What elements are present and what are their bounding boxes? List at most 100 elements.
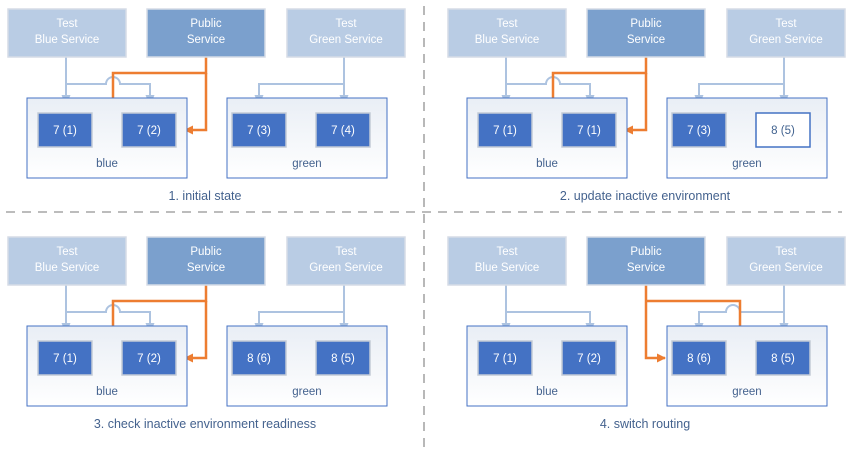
instance-box	[477, 340, 533, 376]
panel-3-public-service: Public Service	[146, 236, 266, 286]
panel-3-green-instance-1: 8 (6)	[231, 340, 287, 376]
instance-box	[121, 340, 177, 376]
instance-label: 7 (2)	[137, 125, 161, 137]
instance-label: 7 (4)	[331, 125, 355, 137]
instance-label: 7 (1)	[53, 353, 77, 365]
panel-2-green-instance-2: 8 (5)	[755, 112, 811, 148]
instance-label: 7 (2)	[577, 353, 601, 365]
panel-2-test-blue-service: Test Blue Service	[447, 8, 567, 58]
panel-1-public-service: Public Service	[146, 8, 266, 58]
instance-box	[671, 340, 727, 376]
service-box	[726, 236, 846, 286]
service-box	[7, 236, 127, 286]
panel-2-public-service: Public Service	[586, 8, 706, 58]
service-label-line2: Blue Service	[35, 34, 100, 46]
routing-line-to-blue-instance-2	[184, 73, 208, 135]
service-box	[447, 236, 567, 286]
service-box	[286, 8, 406, 58]
service-label-line2: Blue Service	[475, 34, 540, 46]
panel-3-blue-instance-1: 7 (1)	[37, 340, 93, 376]
service-box	[586, 8, 706, 58]
panel-1-blue-health-lines	[61, 57, 155, 106]
instance-label: 8 (5)	[331, 353, 355, 365]
health-line-green-1	[254, 311, 344, 334]
panel-4-green-instance-1: 8 (6)	[671, 340, 727, 376]
service-box	[146, 8, 266, 58]
service-label-line2: Service	[627, 262, 665, 274]
instance-box	[477, 112, 533, 148]
panel-4-test-blue-service: Test Blue Service	[447, 236, 567, 286]
environment-blue-label: blue	[536, 386, 558, 398]
panel-4-green-instance-2: 8 (5)	[755, 340, 811, 376]
panel-2-green-health-lines	[694, 57, 789, 106]
panel-2-caption: 2. update inactive environment	[560, 189, 731, 203]
environment-green-label: green	[292, 158, 321, 170]
panel-1-green-instance-2: 7 (4)	[315, 112, 371, 148]
panel-1-test-blue-service: Test Blue Service	[7, 8, 127, 58]
instance-label: 7 (3)	[247, 125, 271, 137]
service-label-line2: Green Service	[309, 262, 383, 274]
service-label-line2: Service	[627, 34, 665, 46]
panel-4-green-health-lines	[694, 285, 789, 334]
panel-2-blue-instance-1: 7 (1)	[477, 112, 533, 148]
panel-3-test-blue-service: Test Blue Service	[7, 236, 127, 286]
instance-label: 7 (3)	[687, 125, 711, 137]
service-label-line1: Test	[775, 18, 797, 30]
instance-box	[561, 340, 617, 376]
panel-3-blue-health-lines	[61, 285, 155, 334]
instance-label: 7 (2)	[137, 353, 161, 365]
service-label-line2: Blue Service	[35, 262, 100, 274]
service-label-line1: Public	[190, 18, 222, 30]
instance-label: 7 (1)	[577, 125, 601, 137]
panel-1-green-health-lines	[254, 57, 349, 106]
environment-green-label: green	[732, 386, 761, 398]
panel-2-blue-instance-2: 7 (1)	[561, 112, 617, 148]
environment-green-label: green	[732, 158, 761, 170]
environment-blue-label: blue	[536, 158, 558, 170]
panel-1-blue-instance-2: 7 (2)	[121, 112, 177, 148]
service-label-line2: Service	[187, 34, 225, 46]
panel-1-blue-instance-1: 7 (1)	[37, 112, 93, 148]
panel-1-test-green-service: Test Green Service	[286, 8, 406, 58]
service-box	[146, 236, 266, 286]
routing-line-to-blue-instance-2	[184, 301, 208, 363]
instance-label: 8 (5)	[771, 353, 795, 365]
instance-box	[561, 112, 617, 148]
panel-4-blue-instance-1: 7 (1)	[477, 340, 533, 376]
panel-4-blue-health-lines	[501, 285, 595, 334]
service-label-line1: Public	[190, 246, 222, 258]
instance-label: 8 (6)	[247, 353, 271, 365]
health-line-blue-2	[506, 311, 595, 334]
service-box	[586, 236, 706, 286]
service-label-line2: Service	[187, 262, 225, 274]
service-label-line1: Test	[335, 18, 357, 30]
routing-line-to-green-instance-1	[644, 285, 666, 363]
instance-label: 8 (5)	[771, 125, 795, 137]
environment-blue-label: blue	[96, 158, 118, 170]
health-line-green-1	[254, 83, 344, 106]
instance-box	[37, 112, 93, 148]
service-box	[286, 236, 406, 286]
service-label-line1: Public	[630, 18, 662, 30]
instance-box	[315, 112, 371, 148]
panel-4-public-service: Public Service	[586, 236, 706, 286]
service-label-line2: Green Service	[749, 262, 823, 274]
panel-4-blue-instance-2: 7 (2)	[561, 340, 617, 376]
panel-2-blue-health-lines	[501, 57, 595, 106]
instance-box	[671, 112, 727, 148]
environment-green-label: green	[292, 386, 321, 398]
service-label-line1: Test	[496, 246, 518, 258]
instance-box	[37, 340, 93, 376]
service-label-line2: Blue Service	[475, 262, 540, 274]
instance-label: 7 (1)	[493, 125, 517, 137]
service-label-line1: Test	[775, 246, 797, 258]
instance-label: 8 (6)	[687, 353, 711, 365]
instance-box	[121, 112, 177, 148]
panel-3-blue-instance-2: 7 (2)	[121, 340, 177, 376]
service-label-line1: Public	[630, 246, 662, 258]
service-box	[726, 8, 846, 58]
panel-3: 7 (1) 7 (2) 8 (6) 8 (5) blue green Test …	[7, 236, 406, 431]
instance-label: 7 (1)	[53, 125, 77, 137]
